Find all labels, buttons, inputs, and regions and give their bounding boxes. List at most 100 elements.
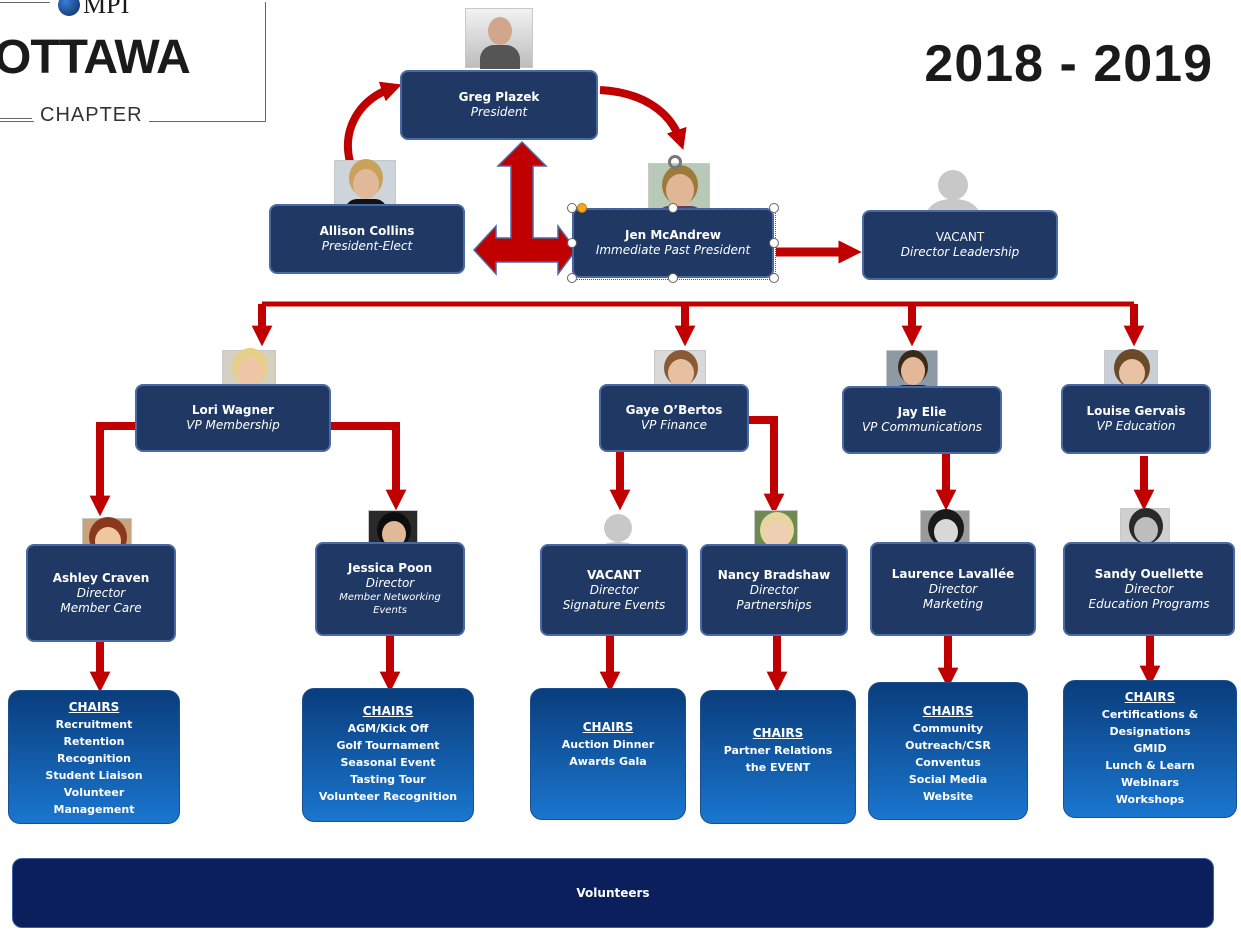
resize-handle[interactable] — [577, 203, 587, 213]
director-area: Member Networking Events — [339, 592, 441, 616]
logo-city: OTTAWA — [0, 31, 191, 84]
chairs-header: CHAIRS — [922, 704, 974, 718]
year-title: 2018 - 2019 — [924, 35, 1213, 93]
resize-handle[interactable] — [769, 203, 779, 213]
vp-name: Lori Wagner — [191, 403, 275, 417]
resize-handle[interactable] — [567, 203, 577, 213]
volunteers-bar[interactable]: Volunteers — [12, 858, 1214, 928]
rotate-handle-icon[interactable] — [668, 155, 682, 169]
node-director-member-care[interactable]: Ashley Craven Director Member Care — [26, 544, 176, 642]
director-area: Signature Events — [562, 597, 666, 612]
node-director-marketing[interactable]: Laurence Lavallée Director Marketing — [870, 542, 1036, 636]
director-area: Member Care — [60, 600, 142, 615]
director-name: Laurence Lavallée — [891, 566, 1015, 581]
director-area: Marketing — [922, 596, 984, 611]
arrow-president-to-past — [599, 86, 687, 150]
director-role: Director — [589, 582, 639, 597]
chairs-item: Recruitment — [55, 718, 133, 731]
director-name: Ashley Craven — [52, 570, 150, 585]
director-role: Director — [749, 582, 799, 597]
chairs-member-networking[interactable]: CHAIRS AGM/Kick Off Golf Tournament Seas… — [302, 688, 474, 822]
node-president[interactable]: Greg Plazek President — [400, 70, 598, 140]
chairs-education-programs[interactable]: CHAIRS Certifications & Designations GMI… — [1063, 680, 1237, 818]
vp-name: Louise Gervais — [1086, 404, 1186, 418]
chairs-item: Retention — [63, 735, 125, 748]
logo-brand: MPI — [52, 0, 136, 20]
chairs-item: Partner Relations — [723, 744, 833, 757]
director-area: Education Programs — [1088, 596, 1210, 611]
director-role: Director — [76, 585, 126, 600]
chairs-item: Community — [912, 722, 984, 735]
chairs-partnerships[interactable]: CHAIRS Partner Relations the EVENT — [700, 690, 856, 824]
chairs-item: Tasting Tour — [350, 773, 426, 786]
chairs-item: Outreach/CSR — [905, 739, 991, 752]
chairs-header: CHAIRS — [582, 720, 634, 734]
chairs-header: CHAIRS — [1124, 690, 1176, 704]
director-role: Director — [1124, 581, 1174, 596]
node-director-member-networking[interactable]: Jessica Poon Director Member Networking … — [315, 542, 465, 636]
node-vp-finance[interactable]: Gaye O’Bertos VP Finance — [599, 384, 749, 452]
vp-role: VP Membership — [186, 418, 280, 432]
chairs-signature-events[interactable]: CHAIRS Auction Dinner Awards Gala — [530, 688, 686, 820]
chairs-item: Golf Tournament — [336, 739, 440, 752]
arrow-to-ashley — [89, 422, 136, 517]
chairs-item: Student Liaison — [45, 769, 143, 782]
node-director-education-programs[interactable]: Sandy Ouellette Director Education Progr… — [1063, 542, 1235, 636]
node-director-leadership[interactable]: VACANT Director Leadership — [862, 210, 1058, 280]
chairs-marketing[interactable]: CHAIRS Community Outreach/CSR Conventus … — [868, 682, 1028, 820]
arrow-to-jessica — [330, 422, 407, 511]
president-elect-role: President-Elect — [321, 239, 413, 253]
chairs-item: AGM/Kick Off — [347, 722, 429, 735]
chairs-item: Auction Dinner — [561, 738, 655, 751]
chairs-member-care[interactable]: CHAIRS Recruitment Retention Recognition… — [8, 690, 180, 824]
director-leadership-role: Director Leadership — [900, 245, 1020, 259]
chairs-item: Webinars — [1120, 776, 1180, 789]
president-name: Greg Plazek — [458, 90, 540, 104]
resize-handle[interactable] — [567, 273, 577, 283]
resize-handle[interactable] — [769, 273, 779, 283]
chairs-item: Management — [53, 803, 135, 816]
node-director-signature-events[interactable]: VACANT Director Signature Events — [540, 544, 688, 636]
past-president-role: Immediate Past President — [595, 243, 751, 257]
director-area: Partnerships — [736, 597, 812, 612]
node-vp-membership[interactable]: Lori Wagner VP Membership — [135, 384, 331, 452]
node-past-president[interactable]: Jen McAndrew Immediate Past President — [572, 208, 774, 278]
node-vp-education[interactable]: Louise Gervais VP Education — [1061, 384, 1211, 454]
president-elect-name: Allison Collins — [319, 224, 415, 238]
chairs-item: Conventus — [915, 756, 981, 769]
resize-handle[interactable] — [567, 238, 577, 248]
node-vp-communications[interactable]: Jay Elie VP Communications — [842, 386, 1002, 454]
vp-name: Jay Elie — [897, 405, 947, 419]
director-leadership-name: VACANT — [935, 230, 985, 244]
resize-handle[interactable] — [668, 203, 678, 213]
chairs-item: Lunch & Learn — [1105, 759, 1195, 772]
chairs-item: Seasonal Event — [340, 756, 436, 769]
resize-handle[interactable] — [668, 273, 678, 283]
chairs-header: CHAIRS — [68, 700, 120, 714]
director-name: Sandy Ouellette — [1094, 566, 1204, 581]
resize-handle[interactable] — [769, 238, 779, 248]
chairs-item: Certifications & — [1101, 708, 1199, 721]
chairs-item: Social Media — [908, 773, 988, 786]
four-way-arrow — [472, 140, 577, 277]
node-president-elect[interactable]: Allison Collins President-Elect — [269, 204, 465, 274]
director-name: Jessica Poon — [347, 561, 433, 575]
director-role: Director — [928, 581, 978, 596]
volunteers-label: Volunteers — [576, 886, 650, 900]
director-name: VACANT — [586, 567, 642, 582]
chairs-item: Volunteer Recognition — [318, 790, 458, 803]
photo-greg — [465, 8, 533, 69]
selection-outline — [572, 208, 776, 280]
chairs-header: CHAIRS — [752, 726, 804, 740]
chairs-item: GMID — [1133, 742, 1167, 755]
chairs-item: Recognition — [57, 752, 131, 765]
node-director-partnerships[interactable]: Nancy Bradshaw Director Partnerships — [700, 544, 848, 636]
vp-role: VP Education — [1096, 419, 1176, 433]
vp-role: VP Finance — [640, 418, 708, 432]
president-role: President — [470, 105, 528, 119]
arrow-elect-to-president — [343, 81, 402, 163]
logo-chapter: CHAPTER — [34, 104, 149, 127]
chairs-item: Volunteer — [63, 786, 125, 799]
mpi-ottawa-logo: MPI OTTAWA CHAPTER — [0, 0, 268, 130]
